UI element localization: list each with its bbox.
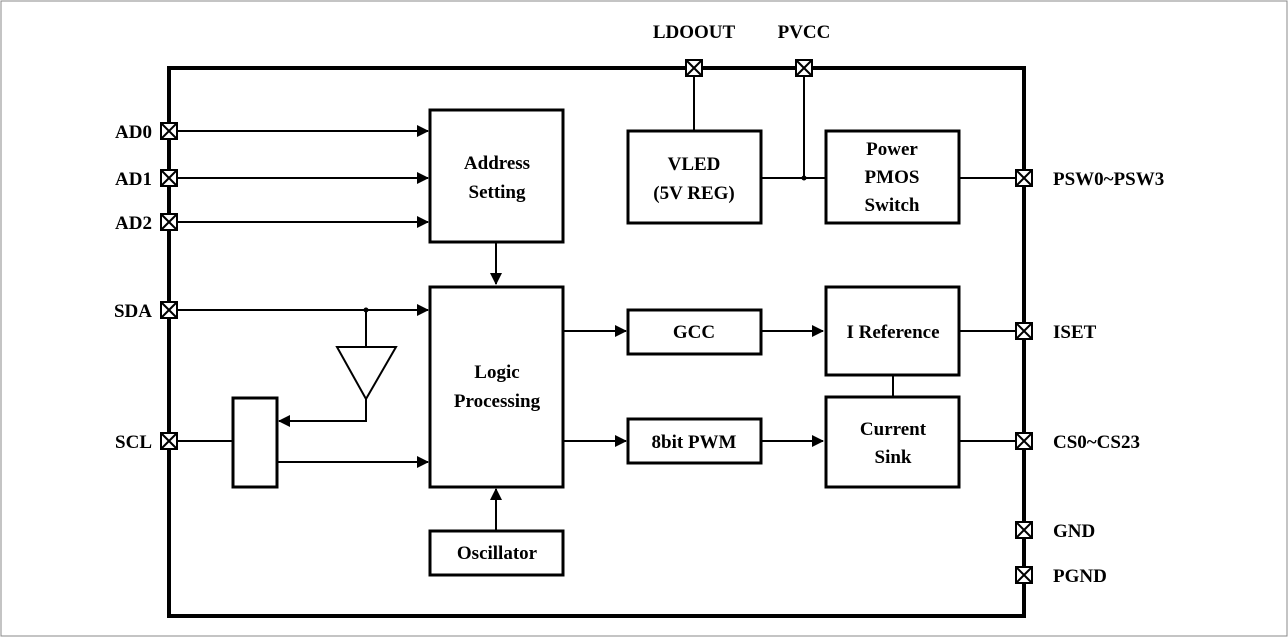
pin-label-pgnd: PGND xyxy=(1053,566,1107,587)
pin-label-pvcc: PVCC xyxy=(778,22,831,43)
pad-cs xyxy=(1015,432,1033,450)
oscillator-block: Oscillator xyxy=(428,529,565,577)
vled-line-1: VLED xyxy=(668,154,721,175)
i-reference-label: I Reference xyxy=(846,322,939,343)
gcc-label: GCC xyxy=(673,322,715,343)
current-sink-block: Current Sink xyxy=(824,395,961,489)
scl-buffer-block xyxy=(231,396,279,489)
logic-line-1: Logic xyxy=(474,362,519,383)
pin-label-ad0: AD0 xyxy=(115,122,152,143)
oscillator-label: Oscillator xyxy=(457,543,538,564)
pad-gnd xyxy=(1015,521,1033,539)
pad-ldoout xyxy=(685,59,703,77)
pin-label-ad1: AD1 xyxy=(115,169,152,190)
power-switch-block: Power PMOS Switch xyxy=(824,129,961,225)
logic-processing-block: Logic Processing xyxy=(428,285,565,489)
pin-label-sda: SDA xyxy=(114,301,152,322)
pin-label-ldoout: LDOOUT xyxy=(653,22,736,43)
pad-pgnd xyxy=(1015,566,1033,584)
logic-line-2: Processing xyxy=(454,391,541,412)
power-switch-line-3: Switch xyxy=(865,195,920,216)
pin-label-gnd: GND xyxy=(1053,521,1095,542)
pin-label-cs: CS0~CS23 xyxy=(1053,432,1140,453)
pwm-block: 8bit PWM xyxy=(626,417,763,465)
sda-buffer-triangle xyxy=(335,346,398,402)
current-sink-line-2: Sink xyxy=(875,447,912,468)
pin-label-iset: ISET xyxy=(1053,322,1097,343)
vled-block: VLED (5V REG) xyxy=(626,129,763,225)
wire-buffer-scl xyxy=(278,399,367,427)
pad-psw xyxy=(1015,169,1033,187)
address-setting-line-1: Address xyxy=(464,153,530,174)
address-setting-block: Address Setting xyxy=(428,108,565,244)
vled-line-2: (5V REG) xyxy=(653,183,734,204)
pin-label-scl: SCL xyxy=(115,432,152,453)
i-reference-block: I Reference xyxy=(824,285,961,377)
pad-ad0 xyxy=(160,122,178,140)
pin-label-ad2: AD2 xyxy=(115,213,152,234)
junction-pvcc xyxy=(801,175,807,181)
address-setting-line-2: Setting xyxy=(469,182,527,203)
pad-sda xyxy=(160,301,178,319)
power-switch-line-1: Power xyxy=(866,139,918,160)
pad-pvcc xyxy=(795,59,813,77)
gcc-block: GCC xyxy=(626,308,763,356)
power-switch-line-2: PMOS xyxy=(865,167,920,188)
current-sink-line-1: Current xyxy=(860,419,927,440)
pad-ad2 xyxy=(160,213,178,231)
pad-scl xyxy=(160,432,178,450)
pwm-label: 8bit PWM xyxy=(652,432,737,453)
pad-iset xyxy=(1015,322,1033,340)
pad-ad1 xyxy=(160,169,178,187)
pin-label-psw: PSW0~PSW3 xyxy=(1053,169,1164,190)
